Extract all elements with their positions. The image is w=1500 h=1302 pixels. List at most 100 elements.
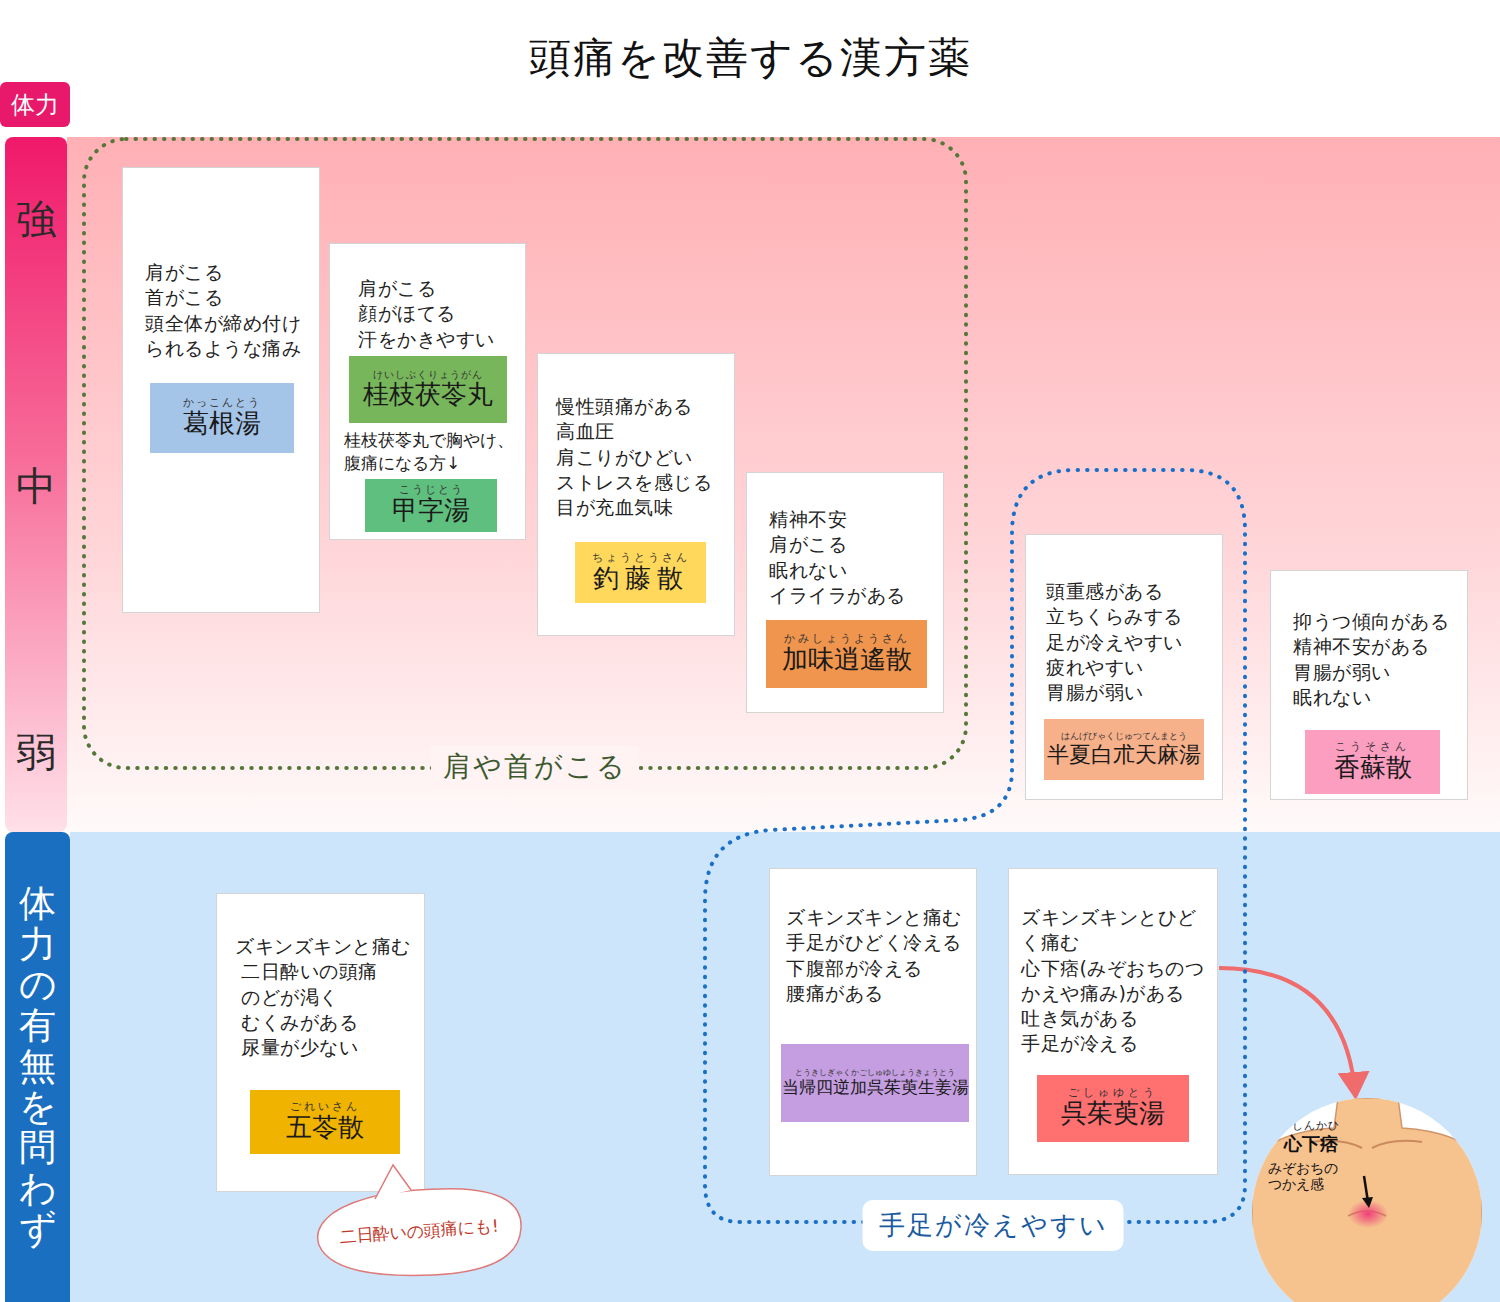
- medicine-badge: こうじとう甲字湯: [365, 479, 497, 532]
- pointer-head: [1362, 1197, 1373, 1208]
- symptom-text: 高血圧: [556, 419, 615, 444]
- symptom-text: ストレスを感じる: [556, 470, 712, 495]
- side-band: 体力の有無を問わず: [5, 832, 70, 1302]
- furigana: ちょうとうさん: [592, 552, 690, 564]
- symptom-text: 顔がほてる: [358, 301, 456, 326]
- symptom-text: 立ちくらみする: [1046, 604, 1183, 629]
- symptom-text: 肩こりがひどい: [556, 445, 693, 470]
- title: 頭痛を改善する漢方薬: [0, 30, 1500, 86]
- scale-mark: 弱: [5, 725, 67, 780]
- symptom-text: 精神不安: [769, 507, 847, 532]
- medicine-name: 釣藤散: [593, 564, 689, 594]
- furigana: はんげびゃくじゅつてんまとう: [1061, 732, 1187, 742]
- symptom-text: ズキンズキンとひどく痛む: [1021, 905, 1213, 956]
- medicine-name: 葛根湯: [183, 409, 261, 439]
- symptom-text: 心下痞(みぞおちのつかえや痛み)がある: [1021, 956, 1213, 1007]
- strength-bar: 強中弱: [5, 137, 67, 832]
- symptom-text: むくみがある: [241, 1010, 358, 1035]
- furigana: こうじとう: [399, 484, 464, 496]
- symptom-text: 腰痛がある: [786, 981, 884, 1006]
- medicine-name: 五苓散: [286, 1113, 364, 1143]
- illustration-label: しんかひ: [1292, 1118, 1340, 1133]
- furigana: ごれいさん: [290, 1101, 360, 1113]
- medicine-name: 呉茱萸湯: [1061, 1099, 1165, 1129]
- body-illustration: しんかひ心下痞みぞおちの つかえ感: [1252, 1098, 1482, 1302]
- medicine-badge: とうきしぎゃくかごしゅゆしょうきょうとう当帰四逆加呉茱萸生姜湯: [781, 1044, 969, 1122]
- symptom-box: 精神不安肩がこる眠れないイライラがあるかみしょうようさん加味逍遙散: [746, 472, 944, 713]
- torso: [1252, 1098, 1482, 1302]
- symptom-text: 足が冷えやすい: [1046, 630, 1183, 655]
- symptom-text: 精神不安がある: [1293, 634, 1430, 659]
- symptom-text: 胃腸が弱い: [1046, 680, 1144, 705]
- symptom-text: 尿量が少ない: [241, 1035, 358, 1060]
- torso-drawing: [1252, 1098, 1482, 1302]
- dotted-group: 肩や首がこる肩がこる首がこる頭全体が締め付けられるような痛みかっこんとう葛根湯肩…: [82, 137, 968, 770]
- symptom-text: 抑うつ傾向がある: [1293, 609, 1449, 634]
- symptom-text: ズキンズキンと痛む: [786, 905, 962, 930]
- medicine-name: 半夏白朮天麻湯: [1047, 742, 1201, 767]
- symptom-box: 頭重感がある立ちくらみする足が冷えやすい疲れやすい胃腸が弱いはんげびゃくじゅつて…: [1025, 534, 1223, 800]
- medicine-name: 当帰四逆加呉茱萸生姜湯: [782, 1078, 969, 1098]
- symptom-text: 手足がひどく冷える: [786, 930, 962, 955]
- symptom-box: 肩がこる顔がほてる汗をかきやすいけいしぶくりょうがん桂枝茯苓丸桂枝茯苓丸で胸やけ…: [329, 243, 526, 540]
- symptom-box: ズキンズキンとひどく痛む心下痞(みぞおちのつかえや痛み)がある吐き気がある手足が…: [1008, 868, 1218, 1175]
- furigana: かっこんとう: [183, 397, 261, 409]
- scale-mark: 強: [5, 192, 67, 247]
- symptom-text: イライラがある: [769, 583, 906, 608]
- symptom-text: 頭重感がある: [1046, 579, 1163, 604]
- symptom-text: 胃腸が弱い: [1293, 660, 1391, 685]
- axis-label-text: 体力: [11, 89, 59, 121]
- scale-mark: 中: [5, 459, 67, 514]
- illustration-label: 心下痞: [1284, 1132, 1338, 1156]
- symptom-text: 慢性頭痛がある: [556, 394, 693, 419]
- symptom-text: 汗をかきやすい: [358, 327, 495, 352]
- medicine-badge: こうそさん香蘇散: [1305, 730, 1440, 794]
- medicine-badge: けいしぶくりょうがん桂枝茯苓丸: [349, 356, 507, 423]
- symptom-text: 二日酔いの頭痛: [241, 959, 378, 984]
- medicine-name: 加味逍遙散: [782, 645, 912, 675]
- note-text: 桂枝茯苓丸で胸やけ、腹痛になる方↓: [344, 429, 521, 475]
- axis-label: 体力: [0, 82, 70, 127]
- symptom-text: 下腹部が冷える: [786, 956, 923, 981]
- symptom-box: ズキンズキンと痛む手足がひどく冷える下腹部が冷える腰痛があるとうきしぎゃくかごし…: [769, 868, 977, 1176]
- medicine-name: 香蘇散: [1334, 753, 1412, 783]
- symptom-text: 肩がこる: [358, 276, 436, 301]
- symptom-box: 抑うつ傾向がある精神不安がある胃腸が弱い眠れないこうそさん香蘇散: [1270, 570, 1468, 800]
- symptom-text: 頭全体が締め付けられるような痛み: [145, 311, 315, 362]
- furigana: とうきしぎゃくかごしゅゆしょうきょうとう: [795, 1069, 955, 1078]
- medicine-badge: ごしゅゆとう呉茱萸湯: [1037, 1075, 1189, 1142]
- symptom-box: 肩がこる首がこる頭全体が締め付けられるような痛みかっこんとう葛根湯: [122, 167, 320, 613]
- group-label: 手足が冷えやすい: [863, 1200, 1124, 1251]
- furigana: こうそさん: [1335, 741, 1410, 753]
- bubble-tail: [375, 1165, 411, 1199]
- speech-bubble: 二日酔いの頭痛にも!: [313, 1183, 525, 1280]
- symptom-text: 疲れやすい: [1046, 655, 1144, 680]
- medicine-name: 桂枝茯苓丸: [363, 380, 493, 410]
- connector-arrow: [1219, 968, 1356, 1096]
- symptom-text: 手足が冷える: [1021, 1031, 1138, 1056]
- symptom-text: 肩がこる: [145, 260, 223, 285]
- medicine-name: 甲字湯: [392, 496, 470, 526]
- medicine-badge: はんげびゃくじゅつてんまとう半夏白朮天麻湯: [1044, 719, 1204, 780]
- bubble-outline: [318, 1189, 521, 1276]
- medicine-badge: かみしょうようさん加味逍遙散: [766, 620, 927, 688]
- medicine-badge: ごれいさん五苓散: [250, 1090, 400, 1154]
- furigana: けいしぶくりょうがん: [373, 369, 483, 380]
- illustration-label: みぞおちの つかえ感: [1268, 1160, 1350, 1192]
- group-label: 肩や首がこる: [431, 746, 639, 788]
- furigana: ごしゅゆとう: [1068, 1087, 1158, 1099]
- furigana: かみしょうようさん: [784, 633, 910, 645]
- symptom-text: のどが渇く: [241, 985, 339, 1010]
- symptom-box: 慢性頭痛がある高血圧肩こりがひどいストレスを感じる目が充血気味ちょうとうさん釣藤…: [537, 353, 735, 636]
- medicine-badge: ちょうとうさん釣藤散: [575, 542, 706, 603]
- symptom-text: 肩がこる: [769, 532, 847, 557]
- symptom-text: ズキンズキンと痛む: [235, 934, 411, 959]
- medicine-badge: かっこんとう葛根湯: [150, 383, 294, 453]
- symptom-box: ズキンズキンと痛む二日酔いの頭痛のどが渇くむくみがある尿量が少ないごれいさん五苓…: [216, 893, 425, 1192]
- dotted-group: 手足が冷えやすい頭重感がある立ちくらみする足が冷えやすい疲れやすい胃腸が弱いはん…: [700, 468, 1248, 1225]
- symptom-text: 吐き気がある: [1021, 1006, 1138, 1031]
- symptom-text: 眠れない: [1293, 685, 1371, 710]
- symptom-text: 目が充血気味: [556, 495, 673, 520]
- symptom-text: 首がこる: [145, 285, 223, 310]
